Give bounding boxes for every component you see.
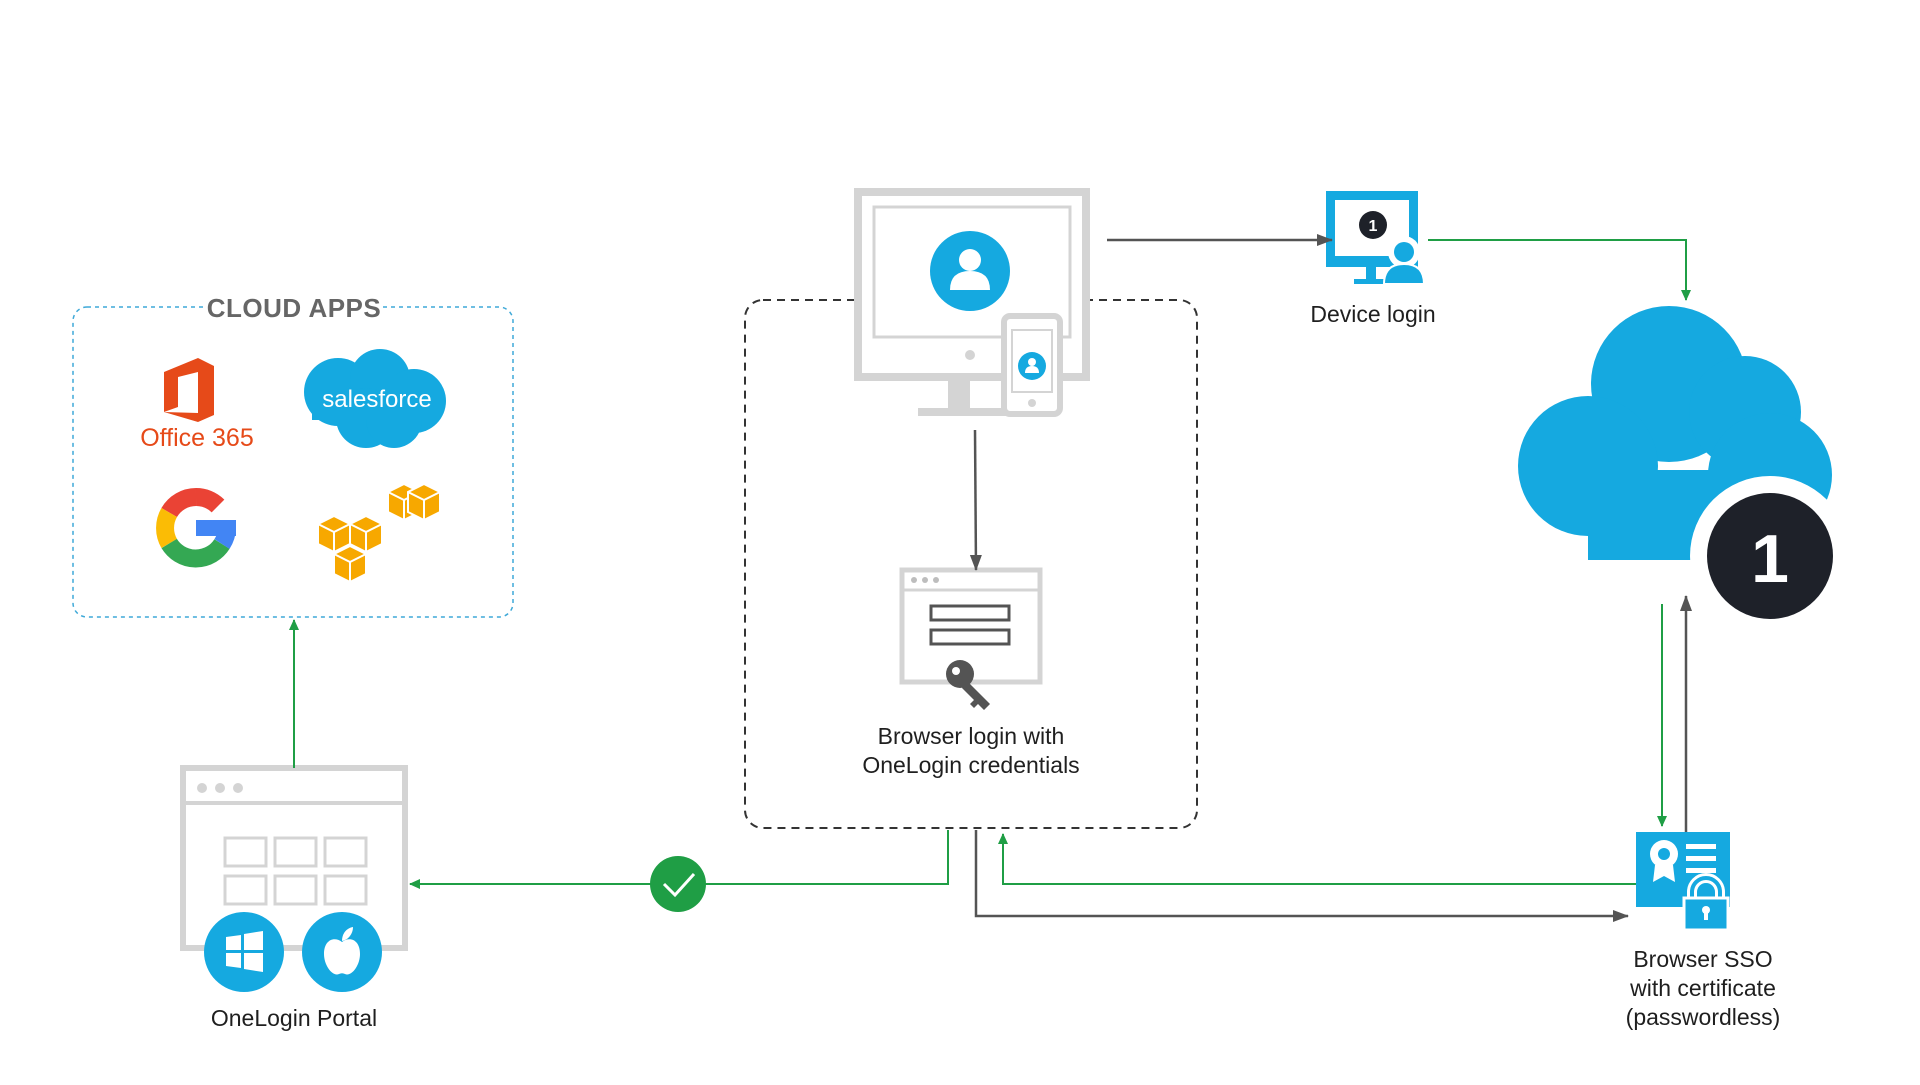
apple-icon bbox=[302, 912, 382, 992]
arrow-desktop-to-browser-login bbox=[969, 429, 982, 571]
browser-sso-label-line1: Browser SSO bbox=[1633, 946, 1772, 972]
arrow-browser-login-to-certificate bbox=[974, 830, 1629, 922]
browser-login-label-line2: OneLogin credentials bbox=[862, 752, 1079, 778]
user-icon bbox=[930, 231, 1010, 311]
password-field bbox=[929, 628, 1011, 646]
lock-icon bbox=[1682, 873, 1730, 932]
onelogin-cloud: 1 bbox=[1518, 306, 1850, 636]
key-icon bbox=[946, 660, 990, 710]
device-login-icon: 1 bbox=[1326, 191, 1426, 285]
device-login-label: Device login bbox=[1310, 301, 1435, 327]
arrow-browser-login-to-portal bbox=[409, 830, 949, 889]
cloud-apps-title: CLOUD APPS bbox=[207, 293, 382, 323]
onelogin-badge: 1 bbox=[1751, 521, 1789, 597]
salesforce-label: salesforce bbox=[322, 386, 431, 413]
app-grid bbox=[223, 836, 368, 906]
office-365-logo: Office 365 bbox=[140, 358, 254, 452]
cloud-apps-group: CLOUD APPS Office 365 salesforce bbox=[72, 290, 514, 618]
browser-sso-label-line3: (passwordless) bbox=[1626, 1004, 1781, 1030]
google-logo bbox=[156, 487, 236, 568]
username-field bbox=[929, 604, 1011, 622]
arrow-device-login-to-cloud bbox=[1428, 239, 1691, 301]
mobile-user-icon bbox=[1018, 352, 1046, 380]
check-icon bbox=[650, 856, 706, 912]
device-login-badge: 1 bbox=[1369, 218, 1378, 235]
onelogin-portal-window bbox=[180, 765, 408, 992]
arrow-certificate-to-browser-login bbox=[998, 833, 1636, 885]
desktop-and-mobile-icon bbox=[854, 188, 1090, 417]
browser-sso-label-line2: with certificate bbox=[1629, 975, 1776, 1001]
cloud-apps-box bbox=[72, 306, 514, 618]
windows-icon bbox=[204, 912, 284, 992]
certificate-icon bbox=[1636, 832, 1730, 932]
office-365-label: Office 365 bbox=[140, 424, 254, 452]
salesforce-logo: salesforce bbox=[304, 349, 446, 448]
browser-login-group-box bbox=[744, 299, 1198, 829]
aws-logo bbox=[317, 482, 441, 584]
browser-login-window bbox=[899, 567, 1043, 710]
onelogin-portal-label: OneLogin Portal bbox=[211, 1005, 377, 1031]
browser-login-label-line1: Browser login with bbox=[878, 723, 1065, 749]
